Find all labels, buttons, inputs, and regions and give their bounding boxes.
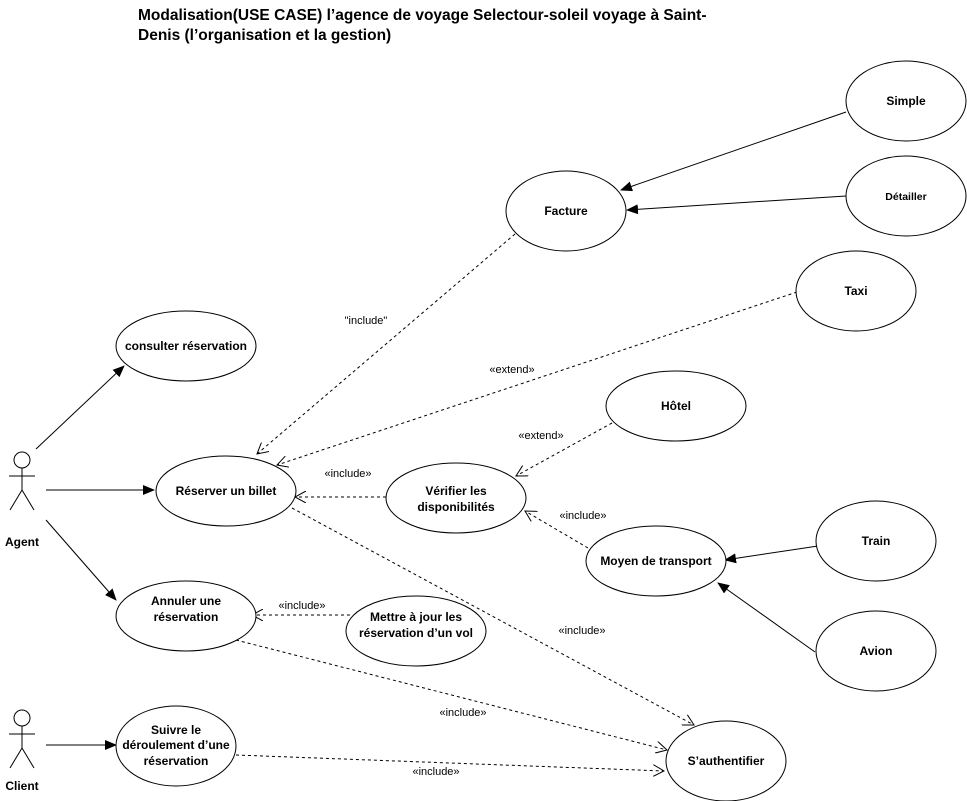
agent-label: Agent (5, 535, 39, 549)
label-reserver-auth-include: «include» (558, 625, 605, 637)
label-moyen-include: «include» (559, 510, 606, 522)
usecase-mettre-a-jour-label-1: Mettre à jour les (370, 610, 462, 624)
client-label: Client (5, 779, 38, 793)
usecase-authentifier[interactable]: S’authentifier (665, 720, 787, 801)
usecase-hotel-label: Hôtel (661, 399, 691, 413)
assoc-agent-annuler (45, 519, 117, 601)
usecase-mettre-a-jour[interactable]: Mettre à jour les réservation d’un vol (345, 595, 487, 667)
title-line-1: Modalisation(USE CASE) l’agence de voyag… (138, 7, 707, 24)
label-facture-include: "include" (345, 315, 388, 327)
usecase-detailler[interactable]: Détailler (845, 155, 967, 237)
title-line-2: Denis (l’organisation et la gestion) (138, 27, 392, 44)
usecase-avion[interactable]: Avion (815, 610, 937, 692)
usecase-detailler-label: Détailler (885, 191, 926, 203)
gen-train-moyen (724, 545, 819, 564)
usecase-simple[interactable]: Simple (845, 60, 967, 142)
dep-suivre-auth (235, 754, 664, 771)
dep-taxi-reserver (277, 291, 798, 465)
usecase-verifier-label-1: Vérifier les (425, 484, 487, 498)
usecase-suivre-label-3: réservation (144, 754, 209, 768)
usecase-moyen-transport-label: Moyen de transport (600, 554, 711, 568)
usecase-annuler-label-1: Annuler une (151, 594, 221, 608)
usecase-consulter-label: consulter réservation (125, 339, 247, 353)
label-annuler-auth-include: «include» (439, 707, 486, 719)
dep-reserver-auth (291, 507, 694, 725)
client-stick-figure (9, 709, 35, 769)
dep-facture-reserver (257, 233, 516, 454)
label-maj-include: «include» (278, 600, 325, 612)
usecase-suivre-label-1: Suivre le (151, 723, 201, 737)
usecase-train-label: Train (862, 534, 891, 548)
usecase-taxi-label: Taxi (844, 284, 867, 298)
usecase-mettre-a-jour-label-2: réservation d’un vol (359, 626, 473, 640)
usecase-verifier-label-2: disponibilités (417, 500, 495, 514)
gen-simple-facture (620, 111, 847, 192)
usecase-avion-label: Avion (860, 644, 893, 658)
usecase-simple-label: Simple (886, 94, 926, 108)
diagram-title: Modalisation(USE CASE) l’agence de voyag… (138, 6, 758, 46)
usecase-annuler[interactable]: Annuler une réservation (115, 580, 257, 652)
usecase-hotel[interactable]: Hôtel (605, 370, 747, 442)
usecase-train[interactable]: Train (815, 500, 937, 582)
dep-moyen-verifier (525, 511, 589, 549)
dep-hotel-verifier (516, 422, 613, 476)
actor-agent[interactable]: Agent (5, 451, 39, 549)
gen-avion-moyen (717, 582, 816, 653)
label-taxi-extend: «extend» (489, 364, 534, 376)
label-hotel-extend: «extend» (518, 430, 563, 442)
usecase-facture-label: Facture (544, 204, 588, 218)
usecase-authentifier-label: S’authentifier (688, 754, 765, 768)
label-verifier-include: «include» (324, 468, 371, 480)
usecase-annuler-label-2: réservation (154, 610, 219, 624)
usecase-facture[interactable]: Facture (505, 170, 627, 252)
usecase-reserver-label: Réserver un billet (176, 484, 277, 498)
gen-detailler-facture (626, 195, 847, 215)
label-suivre-auth-include: «include» (412, 766, 459, 778)
usecase-reserver[interactable]: Réserver un billet (155, 455, 297, 527)
usecase-verifier[interactable]: Vérifier les disponibilités (385, 462, 527, 534)
usecase-moyen-transport[interactable]: Moyen de transport (585, 525, 727, 597)
usecase-suivre-label-2: déroulement d’une (122, 738, 230, 752)
agent-stick-figure (9, 451, 35, 511)
usecase-suivre[interactable]: Suivre le déroulement d’une réservation (115, 705, 237, 787)
dep-annuler-auth (235, 639, 667, 750)
usecase-taxi[interactable]: Taxi (795, 250, 917, 332)
actor-client[interactable]: Client (5, 709, 39, 793)
usecase-consulter[interactable]: consulter réservation (115, 310, 257, 382)
assoc-agent-consulter (35, 365, 125, 450)
